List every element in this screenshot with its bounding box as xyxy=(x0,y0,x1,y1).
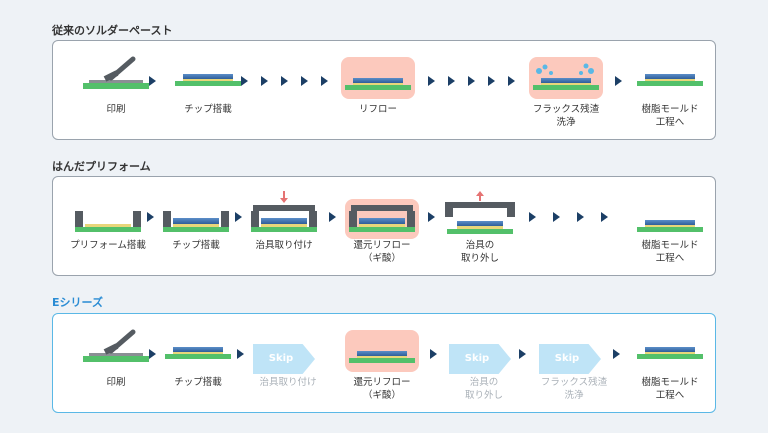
step-jig-attach: 治具取り付け xyxy=(249,177,319,275)
step-reflow: リフロー xyxy=(341,41,415,139)
flow-arrow xyxy=(428,76,435,86)
flux-clean-illustration xyxy=(529,51,603,99)
step-label: プリフォーム搭載 xyxy=(70,240,146,251)
skip-arrow: Skip xyxy=(449,344,511,374)
step-label: 印刷 xyxy=(106,377,126,388)
flow-arrow xyxy=(321,76,328,86)
flow-arrow xyxy=(329,212,336,222)
flow-arrow xyxy=(529,212,536,222)
step-label: 還元リフロー （ギ酸） xyxy=(353,240,411,264)
panel-conventional: 印刷 チップ搭載 リフロー xyxy=(52,40,716,140)
flow-arrow xyxy=(577,212,584,222)
step-chip-mount: チップ搭載 xyxy=(173,41,243,139)
reduction-reflow-illustration xyxy=(345,324,419,372)
step-label: チップ搭載 xyxy=(174,377,222,388)
jig-removal-illustration xyxy=(445,187,515,235)
chip-mount-illustration xyxy=(163,324,233,372)
panel-eseries: 印刷 チップ搭載 Skip 治具取り付け 還元リフロー （ギ酸） Skip 治具… xyxy=(52,313,716,413)
skip-badge: Skip xyxy=(449,324,519,374)
step-flux-clean-skipped: Skip フラックス残渣 洗浄 xyxy=(539,314,609,412)
section-title-eseries: Eシリーズ xyxy=(52,296,103,309)
flow-arrow xyxy=(147,212,154,222)
step-resin-mold: 樹脂モールド 工程へ xyxy=(635,177,705,275)
flow-arrow xyxy=(149,76,156,86)
flow-arrow xyxy=(149,349,156,359)
step-print: 印刷 xyxy=(81,41,151,139)
step-label: チップ搭載 xyxy=(184,104,232,115)
chip-mount-illustration xyxy=(161,187,231,235)
preform-mount-illustration xyxy=(73,187,143,235)
flow-arrow xyxy=(613,349,620,359)
step-label: 樹脂モールド 工程へ xyxy=(641,104,699,128)
step-label: 還元リフロー （ギ酸） xyxy=(353,377,411,401)
flow-arrow xyxy=(508,76,515,86)
step-chip-mount: チップ搭載 xyxy=(161,177,231,275)
panel-preform: プリフォーム搭載 チップ搭載 治具取り付け xyxy=(52,176,716,276)
step-jig-removal: 治具の 取り外し xyxy=(445,177,515,275)
step-chip-mount: チップ搭載 xyxy=(163,314,233,412)
chip-mount-illustration xyxy=(173,51,243,99)
flow-arrow xyxy=(519,349,526,359)
step-reduction-reflow: 還元リフロー （ギ酸） xyxy=(345,177,419,275)
step-label: リフロー xyxy=(358,104,397,115)
resin-mold-illustration xyxy=(635,324,705,372)
step-label: フラックス残渣 洗浄 xyxy=(540,377,608,401)
flow-arrow xyxy=(301,76,308,86)
step-jig-attach-skipped: Skip 治具取り付け xyxy=(253,314,323,412)
skip-arrow: Skip xyxy=(539,344,601,374)
print-illustration xyxy=(81,51,151,99)
skip-badge: Skip xyxy=(253,324,323,374)
flow-arrow xyxy=(553,212,560,222)
skip-arrow: Skip xyxy=(253,344,315,374)
step-label: 治具の 取り外し xyxy=(460,240,499,264)
step-jig-removal-skipped: Skip 治具の 取り外し xyxy=(449,314,519,412)
step-label: 治具の 取り外し xyxy=(464,377,503,401)
flow-arrow xyxy=(261,76,268,86)
flow-arrow xyxy=(448,76,455,86)
step-resin-mold: 樹脂モールド 工程へ xyxy=(635,41,705,139)
jig-attach-illustration xyxy=(249,187,319,235)
skip-badge: Skip xyxy=(539,324,609,374)
flow-arrow xyxy=(488,76,495,86)
step-label: 治具取り付け xyxy=(259,377,317,388)
flow-arrow xyxy=(468,76,475,86)
step-label: 治具取り付け xyxy=(255,240,313,251)
step-label: チップ搭載 xyxy=(172,240,220,251)
flow-arrow xyxy=(235,212,242,222)
step-flux-clean: フラックス残渣 洗浄 xyxy=(529,41,603,139)
flow-arrow xyxy=(241,76,248,86)
section-title-conventional: 従来のソルダーペースト xyxy=(52,24,173,37)
flow-arrow xyxy=(237,349,244,359)
flow-arrow xyxy=(428,212,435,222)
reflow-illustration xyxy=(341,51,415,99)
step-label: フラックス残渣 洗浄 xyxy=(532,104,600,128)
step-label: 印刷 xyxy=(106,104,126,115)
print-illustration xyxy=(81,324,151,372)
step-label: 樹脂モールド 工程へ xyxy=(641,377,699,401)
flow-arrow xyxy=(281,76,288,86)
flow-arrow xyxy=(615,76,622,86)
step-label: 樹脂モールド 工程へ xyxy=(641,240,699,264)
resin-mold-illustration xyxy=(635,187,705,235)
reduction-reflow-illustration xyxy=(345,187,419,239)
step-print: 印刷 xyxy=(81,314,151,412)
section-title-preform: はんだプリフォーム xyxy=(52,160,151,173)
step-resin-mold: 樹脂モールド 工程へ xyxy=(635,314,705,412)
flow-arrow xyxy=(430,349,437,359)
resin-mold-illustration xyxy=(635,51,705,99)
step-reduction-reflow: 還元リフロー （ギ酸） xyxy=(345,314,419,412)
step-preform-mount: プリフォーム搭載 xyxy=(70,177,146,275)
flow-arrow xyxy=(601,212,608,222)
